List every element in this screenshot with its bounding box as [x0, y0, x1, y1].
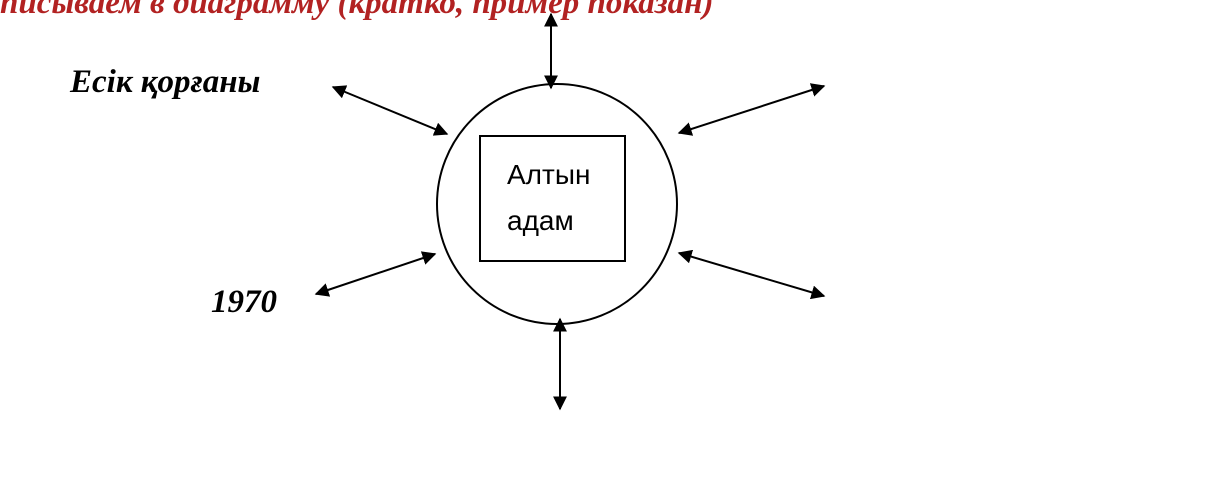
- arrow-upper-left: [331, 85, 449, 136]
- arrow-upper-right: [677, 83, 826, 136]
- label-esik-kurgan: Есік қорғаны: [70, 64, 261, 100]
- arrow-lower-left: [314, 251, 437, 297]
- center-text-line-2: адам: [507, 205, 574, 236]
- center-text-line-1: Алтын: [507, 159, 591, 190]
- center-box: Алтын адам: [479, 135, 626, 262]
- instruction-heading: писываем в диаграмму (кратко, пример пок…: [0, 0, 714, 21]
- label-year: 1970: [211, 284, 277, 320]
- arrow-lower-right: [677, 249, 826, 300]
